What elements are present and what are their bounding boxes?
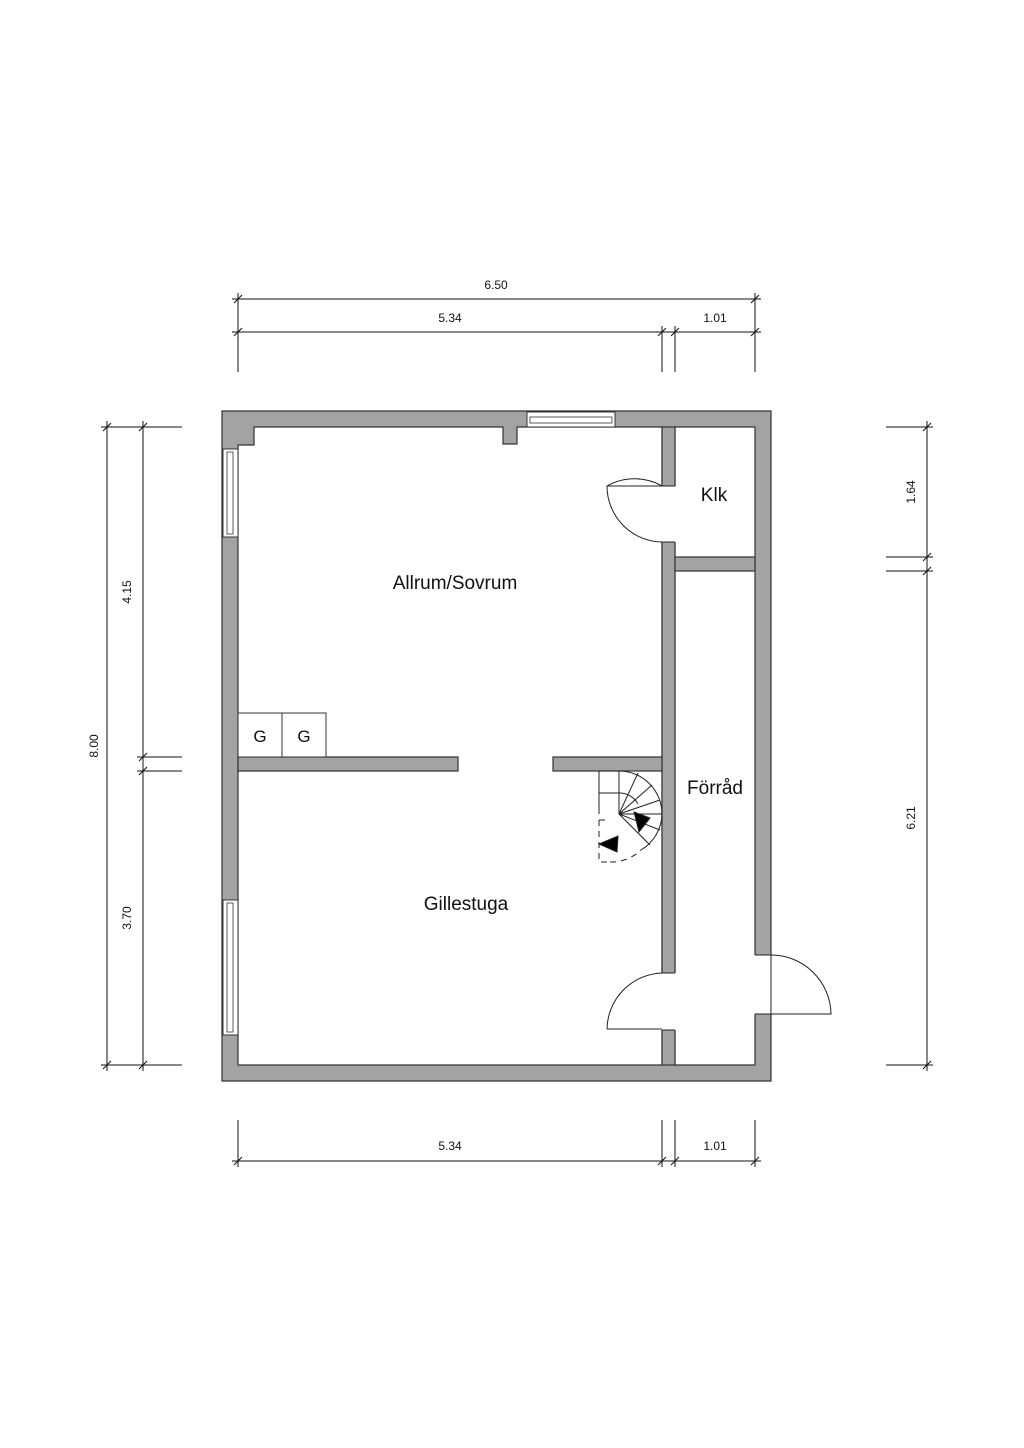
forrad-door-opening: [754, 955, 772, 1014]
dimension-lines: [101, 293, 933, 1167]
windows: [222, 411, 616, 1036]
fixture-box: [281, 712, 327, 758]
dim-bottom-right: 1.01: [703, 1139, 727, 1153]
room-label-forrad: Förråd: [687, 778, 743, 799]
window-left-upper: [222, 448, 239, 538]
klk-door-opening: [661, 486, 676, 542]
dim-right-upper: 1.64: [904, 480, 918, 504]
window-left-lower: [222, 899, 239, 1036]
doors: [606, 478, 832, 1030]
room-divider-right: [552, 756, 663, 772]
dim-left-total: 8.00: [87, 734, 101, 758]
dim-left-lower: 3.70: [120, 906, 134, 930]
stair-arrow-icon: [633, 811, 651, 834]
partition-wall: [661, 426, 676, 1066]
room-label-allrum: Allrum/Sovrum: [393, 573, 518, 594]
forrad-door-swing: [770, 954, 832, 1015]
gillestuga-door-opening: [661, 973, 676, 1030]
stair-arrow-icon: [597, 835, 619, 853]
fixture-label: G: [253, 727, 266, 746]
dim-top-total: 6.50: [484, 278, 508, 292]
dim-right-lower: 6.21: [904, 806, 918, 830]
fixture-box: [237, 712, 283, 758]
room-label-gillestuga: Gillestuga: [424, 894, 509, 915]
klk-door-swing: [606, 478, 663, 543]
window-top: [526, 411, 616, 428]
walls: [221, 410, 772, 1082]
dim-bottom-left: 5.34: [438, 1139, 462, 1153]
dim-top-left: 5.34: [438, 311, 462, 325]
room-divider-left: [237, 756, 459, 772]
gillestuga-door-swing: [606, 972, 663, 1030]
dim-left-upper: 4.15: [120, 580, 134, 604]
dim-top-right: 1.01: [703, 311, 727, 325]
room-label-klk: Klk: [701, 485, 728, 506]
g-fixtures: G G: [237, 712, 327, 758]
spiral-stair: [597, 770, 663, 863]
fixture-label: G: [297, 727, 310, 746]
klk-wall: [674, 556, 756, 572]
